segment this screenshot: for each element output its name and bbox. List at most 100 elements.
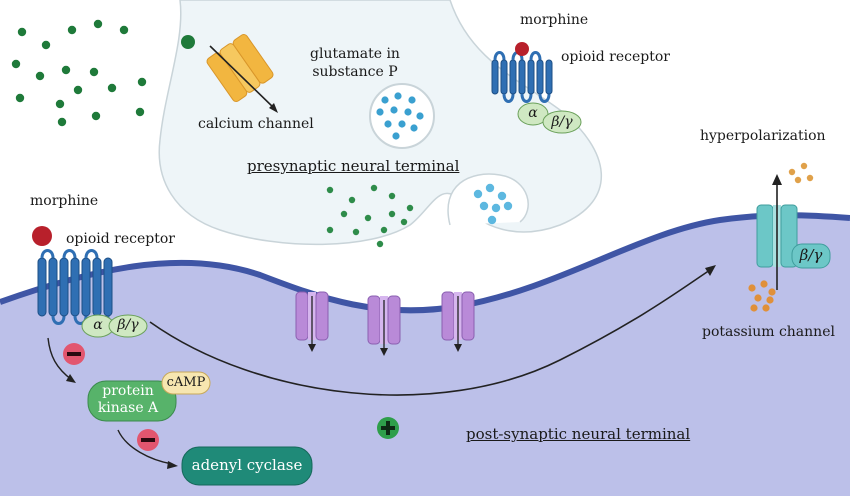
g-protein-beta-gamma-top	[542, 110, 582, 134]
neurotransmitter-dot	[119, 25, 129, 35]
receptor-loop	[538, 93, 551, 103]
transmembrane-helix	[491, 59, 499, 95]
neurotransmitter-dot	[388, 210, 396, 218]
calcium-flow-arrow	[209, 45, 277, 111]
hyperpolarization-label: hyperpolarization	[700, 128, 826, 144]
neurotransmitter-dot	[352, 228, 360, 236]
transmembrane-helix	[81, 257, 91, 317]
transmembrane-helix	[37, 257, 47, 317]
calcium-channel	[206, 34, 274, 102]
receptor-loop	[62, 249, 77, 259]
neurotransmitter-dot	[135, 107, 145, 117]
calcium-channel-label: calcium channel	[198, 116, 314, 132]
receptor-loop	[73, 315, 88, 325]
potassium-ion	[754, 294, 762, 302]
vesicle-dot	[416, 112, 424, 120]
postsynaptic-label: post-synaptic neural terminal	[466, 425, 691, 443]
vesicle-dot	[404, 108, 412, 116]
opioid-receptor-label-top: opioid receptor	[561, 49, 670, 65]
calcium-ion	[181, 35, 195, 49]
morphine-label-top: morphine	[520, 12, 589, 28]
morphine-molecule-left	[32, 226, 52, 246]
transmembrane-helix	[545, 59, 553, 95]
receptor-loop	[520, 93, 533, 103]
neurotransmitter-dot	[55, 99, 65, 109]
vesicle-dot	[497, 191, 507, 201]
potassium-ion	[766, 296, 774, 304]
potassium-ions	[748, 280, 776, 312]
neurotransmitter-dot	[91, 111, 101, 121]
receptor-to-k-channel-arrowhead	[705, 265, 716, 276]
postsynaptic-channels	[295, 291, 475, 356]
beta-gamma-label-top: β/γ	[551, 114, 573, 130]
vesicle-dot	[398, 120, 406, 128]
neurotransmitter-dot	[137, 77, 147, 87]
transmembrane-helix	[500, 59, 508, 95]
receptor-to-kinase-arrow	[47, 337, 73, 381]
receptor-loop	[529, 51, 542, 61]
neurotransmitter-dot	[67, 25, 77, 35]
beta-gamma-label-left: β/γ	[117, 317, 139, 333]
vesicle-dot	[384, 120, 392, 128]
potassium-ion	[750, 304, 758, 312]
channel-subunit	[315, 291, 329, 341]
protein-kinase-label-line1: protein	[102, 383, 154, 399]
neurotransmitter-dot	[388, 192, 396, 200]
channel-subunit	[461, 291, 475, 341]
transmembrane-helix	[518, 59, 526, 95]
neurotransmitter-dot	[89, 67, 99, 77]
postsynaptic-opioid-receptor	[37, 249, 113, 325]
receptor-loop	[51, 315, 66, 325]
neurotransmitter-dot	[326, 186, 334, 194]
neurotransmitter-dot	[15, 93, 25, 103]
potassium-ion	[800, 162, 808, 170]
potassium-ion	[806, 174, 814, 182]
vesicle-dot	[394, 92, 402, 100]
transmembrane-helix	[509, 59, 517, 95]
neurotransmitter-dot	[61, 65, 71, 75]
potassium-channel-label: potassium channel	[702, 324, 835, 340]
neurotransmitter-dot	[326, 226, 334, 234]
neurotransmitter-dot	[406, 204, 414, 212]
camp-node	[161, 371, 211, 395]
potassium-ion	[760, 280, 768, 288]
vesicle-dot	[487, 215, 497, 225]
g-protein-beta-gamma-k	[791, 243, 831, 269]
vesicle-dot	[408, 96, 416, 104]
transmembrane-helix	[92, 257, 102, 317]
presynaptic-opioid-receptor	[491, 51, 553, 103]
ion-flow-arrowhead	[380, 348, 388, 356]
morphine-label-left: morphine	[30, 193, 99, 209]
camp-label: cAMP	[166, 375, 206, 390]
potassium-ion	[788, 168, 796, 176]
alpha-label-top: α	[528, 105, 538, 121]
minus-circle-icon	[137, 429, 159, 451]
protein-kinase-label-line2: kinase A	[97, 400, 159, 416]
channel-subunit	[295, 291, 309, 341]
potassium-ion	[768, 288, 776, 296]
adenyl-cyclase-label: adenyl cyclase	[191, 456, 303, 474]
ion-flow-arrowhead	[308, 344, 316, 352]
vesicle-dot	[410, 124, 418, 132]
neurotransmitter-dot	[376, 240, 384, 248]
protein-kinase-a-node	[87, 380, 177, 422]
neurotransmitter-dot	[340, 210, 348, 218]
vesicle-dot	[392, 132, 400, 140]
kinase-to-cyclase-arrow	[117, 429, 173, 465]
neurotransmitter-dot	[41, 40, 51, 50]
channel-subunit	[367, 295, 381, 345]
neurotransmitter-dot	[348, 196, 356, 204]
ion-flow-arrowhead	[454, 344, 462, 352]
transmembrane-helix	[536, 59, 544, 95]
synaptic-vesicle	[369, 83, 435, 149]
g-protein-beta-gamma-left	[108, 314, 148, 338]
vesicle-dot	[485, 183, 495, 193]
neurotransmitter-dot	[35, 71, 45, 81]
vesicle-dot	[491, 203, 501, 213]
receptor-loop	[40, 249, 55, 259]
vesicle-fusion-pocket	[447, 173, 529, 226]
neurotransmitter-dot	[73, 85, 83, 95]
alpha-label-left: α	[93, 317, 103, 333]
receptor-to-k-channel-arrow	[149, 269, 711, 396]
neurotransmitter-dot	[400, 218, 408, 226]
